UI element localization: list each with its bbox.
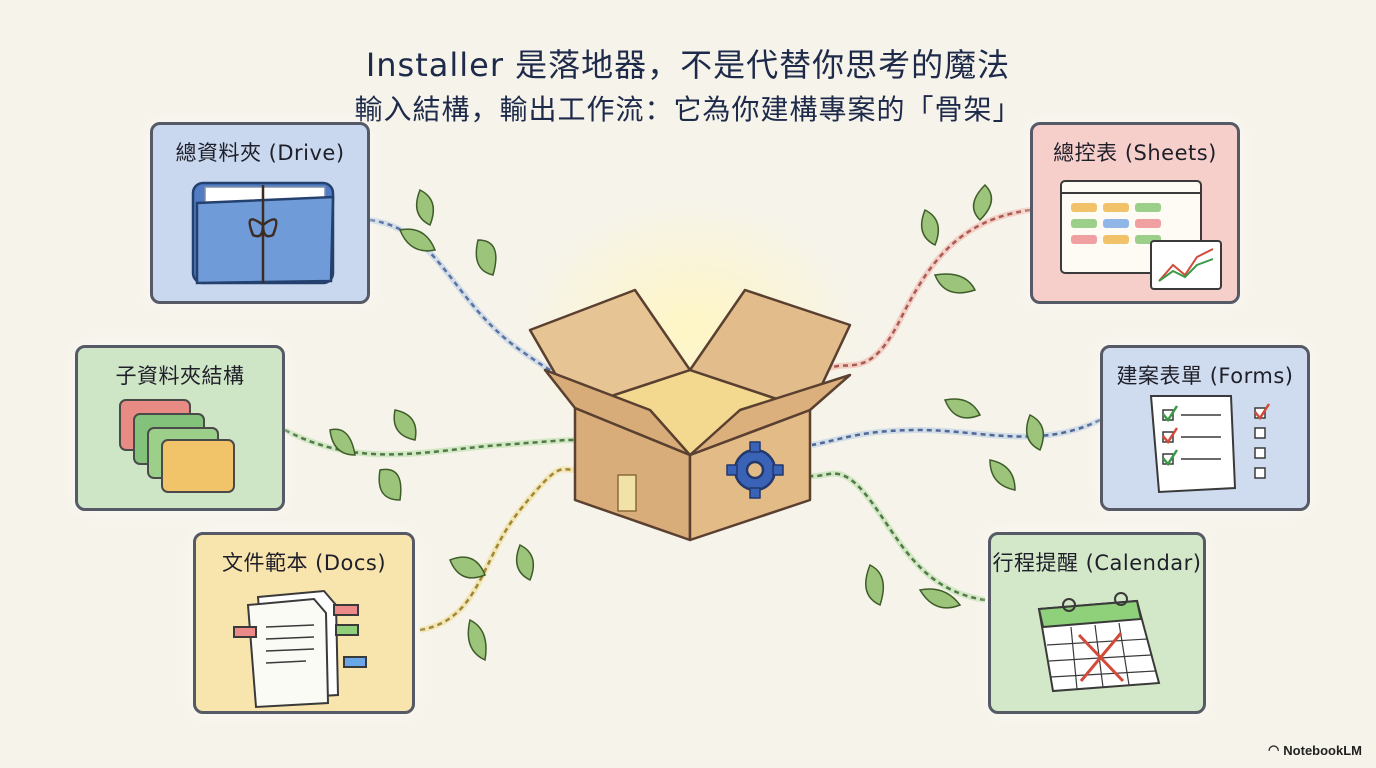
card-drive: 總資料夾 (Drive) [150, 122, 370, 304]
card-subfolders-label: 子資料夾結構 [115, 364, 245, 388]
leaf-decorations [329, 183, 1045, 662]
page-title: Installer 是落地器，不是代替你思考的魔法 [365, 46, 1011, 84]
card-sheets: 總控表 (Sheets) [1030, 122, 1240, 304]
folder-stack-icon [119, 399, 235, 493]
checklist-form-icon [1149, 395, 1271, 494]
notebooklm-logo: ◠ NotebookLM [1268, 742, 1362, 758]
card-docs-label: 文件範本 (Docs) [221, 551, 387, 575]
vine-subfolders [284, 428, 576, 456]
card-forms-label: 建案表單 (Forms) [1116, 364, 1294, 388]
card-calendar-label: 行程提醒 (Calendar) [992, 551, 1202, 575]
card-docs: 文件範本 (Docs) [193, 532, 415, 714]
card-drive-label: 總資料夾 (Drive) [175, 141, 345, 165]
card-subfolders: 子資料夾結構 [75, 345, 285, 511]
card-sheets-label: 總控表 (Sheets) [1053, 141, 1217, 165]
notebooklm-logo-icon: ◠ [1267, 742, 1280, 757]
calendar-icon [1037, 592, 1161, 693]
vine-forms [811, 418, 1101, 447]
spreadsheet-icon [1060, 180, 1222, 290]
notebooklm-logo-text: NotebookLM [1283, 742, 1362, 758]
page-subtitle: 輸入結構，輸出工作流：它為你建構專案的「骨架」 [354, 93, 1022, 126]
card-forms: 建案表單 (Forms) [1100, 345, 1310, 511]
open-box-with-gear-icon [528, 288, 852, 542]
document-template-icon [233, 589, 367, 709]
vine-docs [419, 467, 576, 632]
folder-with-bow-icon [191, 181, 335, 285]
gear-icon [726, 441, 784, 499]
vine-calendar [809, 472, 986, 602]
card-calendar: 行程提醒 (Calendar) [988, 532, 1206, 714]
vine-sheets [829, 208, 1031, 370]
